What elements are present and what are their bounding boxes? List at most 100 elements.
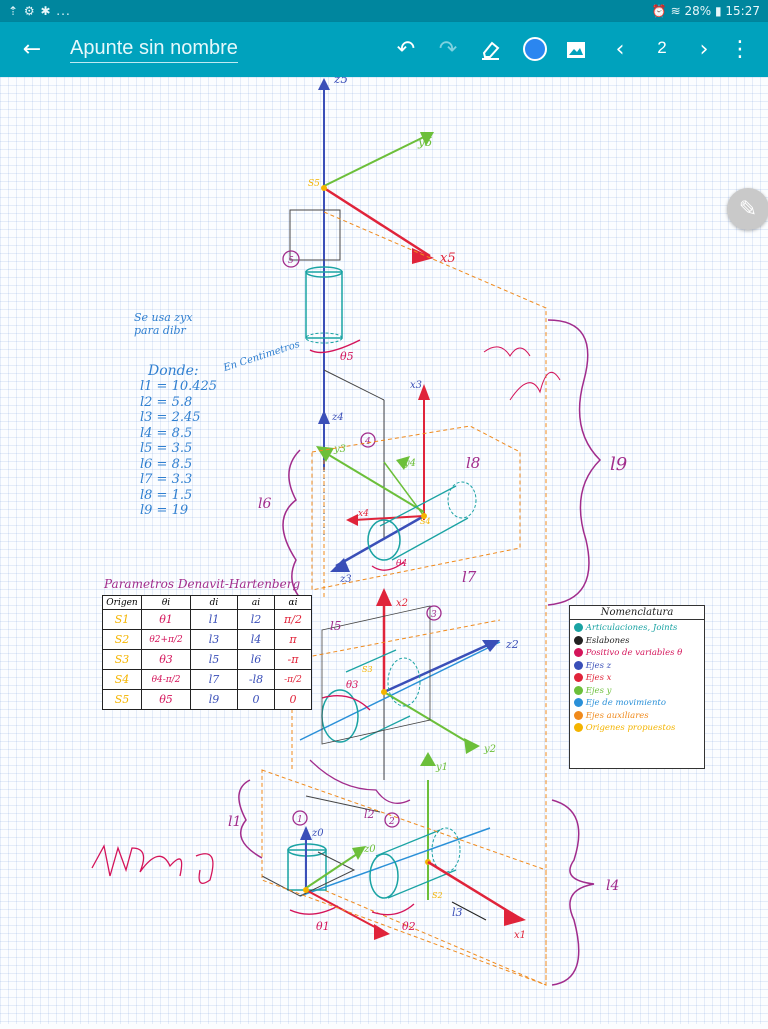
label-x5: x5 [440,251,456,266]
legend-item: Ejes z [574,660,700,673]
dh-cell: l6 [237,649,275,670]
label-y2: y2 [483,744,496,755]
back-arrow-icon[interactable]: ← [22,37,42,62]
label-l7: l7 [462,568,477,586]
label-joint-1: 1 [297,815,303,825]
dh-cell: S1 [102,609,142,630]
page-number: 2 [657,38,667,57]
dh-header: ai [237,595,275,610]
legend-item: Positivo de variables θ [574,647,700,660]
legend-item: Ejes y [574,685,700,698]
label-l6: l6 [258,496,271,512]
table-row: S4 θ4-π/2 l7 -l8 -π/2 [102,669,312,690]
label-y4: y4 [403,458,416,469]
label-joint-3: 3 [431,610,437,620]
dh-cell: l5 [190,649,238,670]
more-options-icon[interactable]: ⋮ [729,37,751,62]
label-y5: y5 [417,135,432,149]
dh-table-title: Parametros Denavit-Hartenberg [104,577,301,591]
previous-page-icon[interactable]: ‹ [615,37,625,62]
dh-cell: S3 [102,649,142,670]
length-l4: l4 = 8.5 [140,425,193,441]
length-l7: l7 = 3.3 [140,472,193,487]
pen-color-swatch[interactable] [523,37,547,61]
table-row: S2 θ2+π/2 l3 l4 π [102,629,312,650]
z2-axis [383,642,491,694]
label-s3: S3 [362,665,373,674]
label-joint-2: 2 [388,817,395,827]
dh-cell: θ2+π/2 [141,629,191,650]
label-l5: l5 [330,619,341,633]
table-row: S1 θ1 l1 l2 π/2 [102,609,312,630]
label-z5: z5 [333,77,348,86]
notes-intro: Se usa zyx para dibr [134,311,193,337]
status-bar: ⇡ ⚙ ✱ ... ⏰ ≋ 28% ▮ 15:27 [0,0,768,22]
dh-cell: l4 [237,629,275,650]
dh-cell: θ1 [141,609,191,630]
pencil-icon: ✎ [738,196,758,221]
wifi-icon: ≋ [670,4,681,18]
label-s2: S2 [432,891,443,900]
dh-header: θi [141,595,191,610]
redo-icon[interactable]: ↷ [438,37,458,62]
notes-donde: Donde: [148,363,199,379]
next-page-icon[interactable]: › [699,37,709,62]
dh-cell: S4 [102,669,142,690]
length-l8: l8 = 1.5 [140,487,193,503]
clock: 15:27 [725,4,760,18]
label-l8: l8 [466,454,480,472]
dh-cell: π [274,629,312,650]
image-icon[interactable] [556,22,596,77]
length-l2: l2 = 5.8 [140,394,193,410]
dh-cell: θ3 [141,649,191,670]
label-theta3: θ3 [346,680,358,691]
legend-item: Eje de movimiento [574,697,700,710]
legend-item: Origenes propuestos [574,722,700,735]
length-l5: l5 = 3.5 [140,441,193,456]
toolbar: ← Apunte sin nombre ↶ ↷ ‹ 2 › ⋮ [0,22,768,77]
undo-icon[interactable]: ↶ [396,37,416,62]
dh-cell: θ5 [141,689,191,710]
label-s5: S5 [308,179,320,189]
dh-cell: l9 [190,689,238,710]
dh-cell: -π/2 [274,669,312,690]
label-l9: l9 [610,454,627,475]
dh-cell: θ4-π/2 [141,669,191,690]
label-theta5: θ5 [340,350,354,363]
label-x1: x1 [514,930,526,941]
dh-cell: -π [274,649,312,670]
legend-title: Nomenclatura [570,606,704,620]
legend-item: Ejes x [574,672,700,685]
label-theta4: θ4 [396,559,407,569]
label-l4: l4 [606,878,619,894]
dh-cell: l2 [237,609,275,630]
label-s4: S4 [420,517,431,526]
x5-axis [323,186,431,258]
label-z0: z0 [311,828,324,839]
drawing-canvas[interactable]: z5 y5 x5 S5 5 θ5 l9 x3 z4 y3 y4 z3 x4 S4… [0,72,768,1024]
dh-header: di [190,595,238,610]
table-row: S5 θ5 l9 0 0 [102,689,312,710]
label-l2: l2 [364,808,375,821]
y2-axis [383,691,475,747]
length-l1: l1 = 10.425 [140,379,218,394]
label-l1: l1 [228,814,241,830]
label-z1: z0 [363,844,376,855]
label-x4: x4 [358,509,369,519]
lengths-list: l1 = 10.425 l2 = 5.8 l3 = 2.45 l4 = 8.5 … [140,379,217,519]
dh-cell: S2 [102,629,142,650]
notification-icons: ⇡ ⚙ ✱ ... [8,4,71,18]
dh-cell: 0 [274,689,312,710]
label-theta2: θ2 [402,920,416,933]
notes-intro-line2: para dibr [134,324,186,337]
eraser-icon[interactable] [470,22,510,77]
table-row: S3 θ3 l5 l6 -π [102,649,312,670]
label-theta1: θ1 [316,920,330,933]
note-title[interactable]: Apunte sin nombre [70,37,238,63]
length-l9: l9 = 19 [140,503,189,518]
pen-tool-button[interactable]: ✎ [727,188,768,230]
label-z3: z3 [339,574,352,585]
y5-axis [323,133,431,187]
dh-cell: l1 [190,609,238,630]
x1-axis [427,860,517,918]
